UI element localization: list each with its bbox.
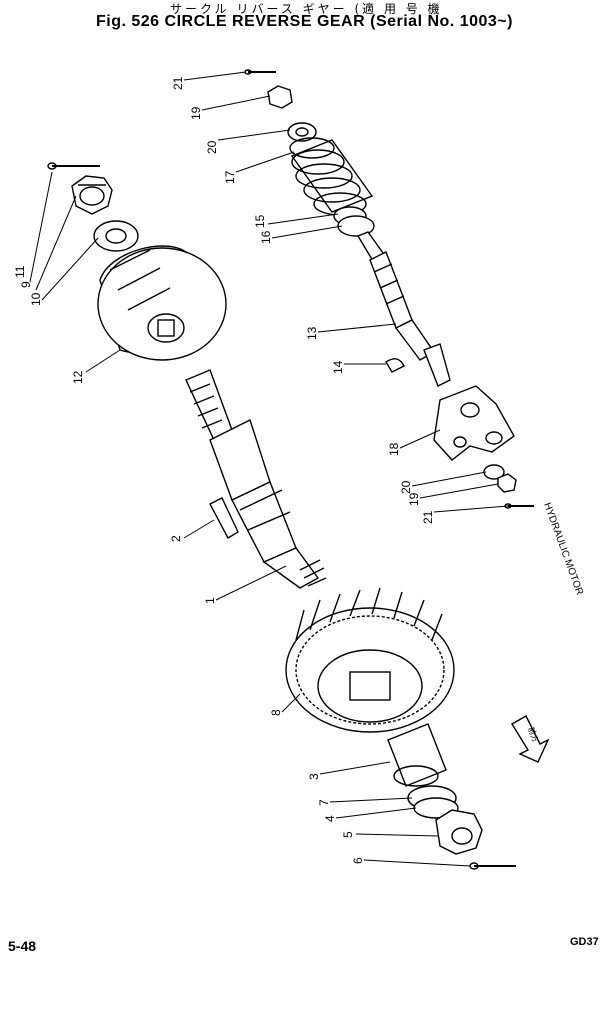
washer-10 (93, 220, 139, 252)
title-japanese: サークル リバース ギヤー (適 用 号 機 (170, 2, 443, 16)
collar-3 (387, 723, 447, 787)
callout-labels: 11 9 10 12 2 1 8 3 7 4 5 6 21 19 20 17 1… (13, 76, 435, 864)
callout-6: 6 (351, 857, 365, 864)
callout-17: 17 (223, 170, 237, 184)
key-2 (209, 497, 239, 539)
key-14 (385, 358, 405, 373)
callout-13: 13 (305, 326, 319, 340)
callout-16: 16 (259, 230, 273, 244)
callout-5: 5 (341, 831, 355, 838)
callout-20-bottom: 20 (399, 480, 413, 494)
sprocket-12 (97, 245, 227, 361)
callout-3: 3 (307, 773, 321, 780)
leader-lines (29, 71, 509, 867)
yoke-18 (433, 385, 515, 461)
page-number: 5-48 (8, 938, 37, 954)
callout-8: 8 (269, 709, 283, 716)
callout-9: 9 (19, 281, 33, 288)
cotter-pin-11 (47, 162, 100, 170)
shaft-1 (185, 369, 327, 589)
nut-19-bottom (497, 473, 517, 493)
callout-18: 18 (387, 442, 401, 456)
callout-10: 10 (29, 292, 43, 306)
ring-16 (337, 215, 375, 237)
figure-title: Fig. 526 CIRCLE REVERSE GEAR (Serial No.… (96, 13, 513, 30)
callout-4: 4 (323, 815, 337, 822)
castle-nut-11 (71, 175, 113, 215)
callout-21-top: 21 (171, 76, 185, 90)
callout-19-top: 19 (189, 106, 203, 120)
washer-20-top (287, 122, 317, 142)
castle-nut-5 (435, 809, 483, 855)
cotter-pin-21-top (244, 69, 276, 75)
gear-8 (285, 587, 455, 733)
callout-7: 7 (317, 799, 331, 806)
callout-19-bottom: 19 (407, 492, 421, 506)
callout-15: 15 (253, 214, 267, 228)
nut-19-top (267, 85, 293, 109)
hydraulic-motor-label: HYDRAULIC MOTOR (541, 501, 585, 596)
cotter-pin-6 (469, 862, 516, 870)
callout-20-top: 20 (205, 140, 219, 154)
callout-11: 11 (13, 265, 27, 278)
front-arrow-icon (511, 715, 550, 763)
cotter-pin-21-bottom (504, 503, 534, 509)
worm-gear-17 (289, 137, 374, 216)
shaft-13 (356, 231, 451, 387)
callout-21-bottom: 21 (421, 510, 435, 524)
callout-1: 1 (203, 597, 217, 604)
callout-14: 14 (331, 360, 345, 374)
callout-12: 12 (71, 370, 85, 384)
figure-code: GD37 (570, 936, 599, 948)
callout-2: 2 (169, 535, 183, 542)
